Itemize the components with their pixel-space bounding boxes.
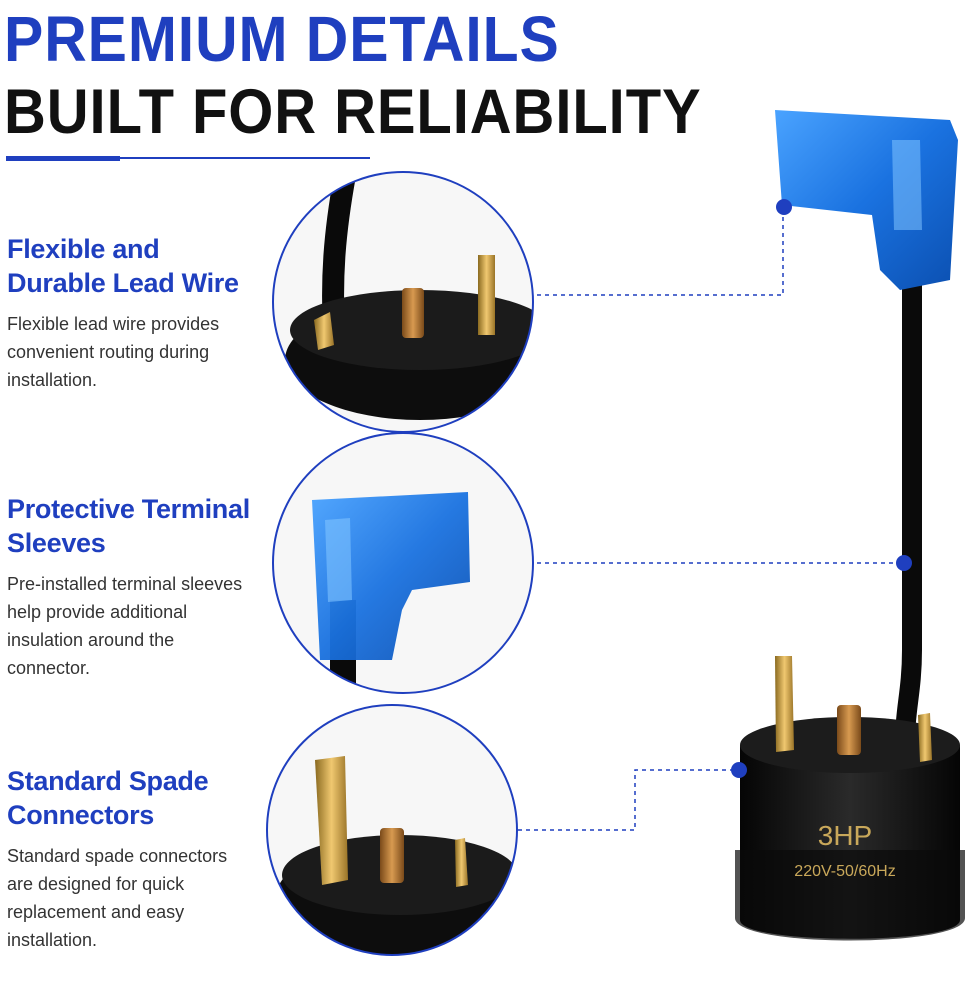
feature-title-line: Flexible and — [7, 234, 160, 264]
spade-terminal — [918, 713, 932, 762]
feature-title: Standard Spade Connectors — [7, 764, 257, 832]
callout-dot-sleeve — [896, 555, 912, 571]
callout-line-spade — [510, 769, 739, 831]
header-underline — [120, 157, 370, 159]
feature-description: Flexible lead wire provides convenient r… — [7, 314, 220, 390]
feature-title-line: Sleeves — [7, 528, 106, 558]
callout-dot-spade — [731, 762, 747, 778]
callout-dot-lead-wire — [776, 199, 792, 215]
header-underline-accent — [6, 156, 120, 161]
spade-terminal — [775, 656, 794, 752]
relay-model-label: 3HP — [818, 820, 872, 851]
relay-rating-label: 220V-50/60Hz — [794, 863, 895, 880]
closeup-frame — [266, 704, 518, 956]
callout-line-lead-wire — [537, 207, 784, 296]
closeup-frame — [272, 432, 534, 694]
feature-description: Standard spade connectors are designed f… — [7, 846, 228, 950]
center-post — [837, 705, 861, 755]
feature-title: Protective Terminal Sleeves — [7, 492, 257, 560]
closeup-spade — [267, 705, 517, 955]
feature-lead-wire: Flexible and Durable Lead Wire Flexible … — [7, 232, 257, 394]
feature-title-line: Protective Terminal — [7, 494, 250, 524]
feature-title: Flexible and Durable Lead Wire — [7, 232, 257, 300]
feature-title-line: Connectors — [7, 800, 155, 830]
closeup-lead-wire — [273, 172, 533, 432]
feature-spade-connectors: Standard Spade Connectors Standard spade… — [7, 764, 257, 954]
feature-title-line: Standard Spade — [7, 766, 209, 796]
feature-terminal-sleeves: Protective Terminal Sleeves Pre-installe… — [7, 492, 257, 682]
closeup-sleeve — [273, 433, 533, 693]
headline-premium-details: PREMIUM DETAILS — [4, 3, 560, 75]
product-relay: 3HP 220V-50/60Hz — [735, 110, 965, 941]
headline-built-for-reliability: BUILT FOR RELIABILITY — [4, 77, 702, 147]
terminal-sleeve — [775, 110, 958, 290]
feature-description: Pre-installed terminal sleeves help prov… — [7, 574, 243, 678]
feature-title-line: Durable Lead Wire — [7, 268, 239, 298]
callout-lines — [510, 207, 904, 831]
